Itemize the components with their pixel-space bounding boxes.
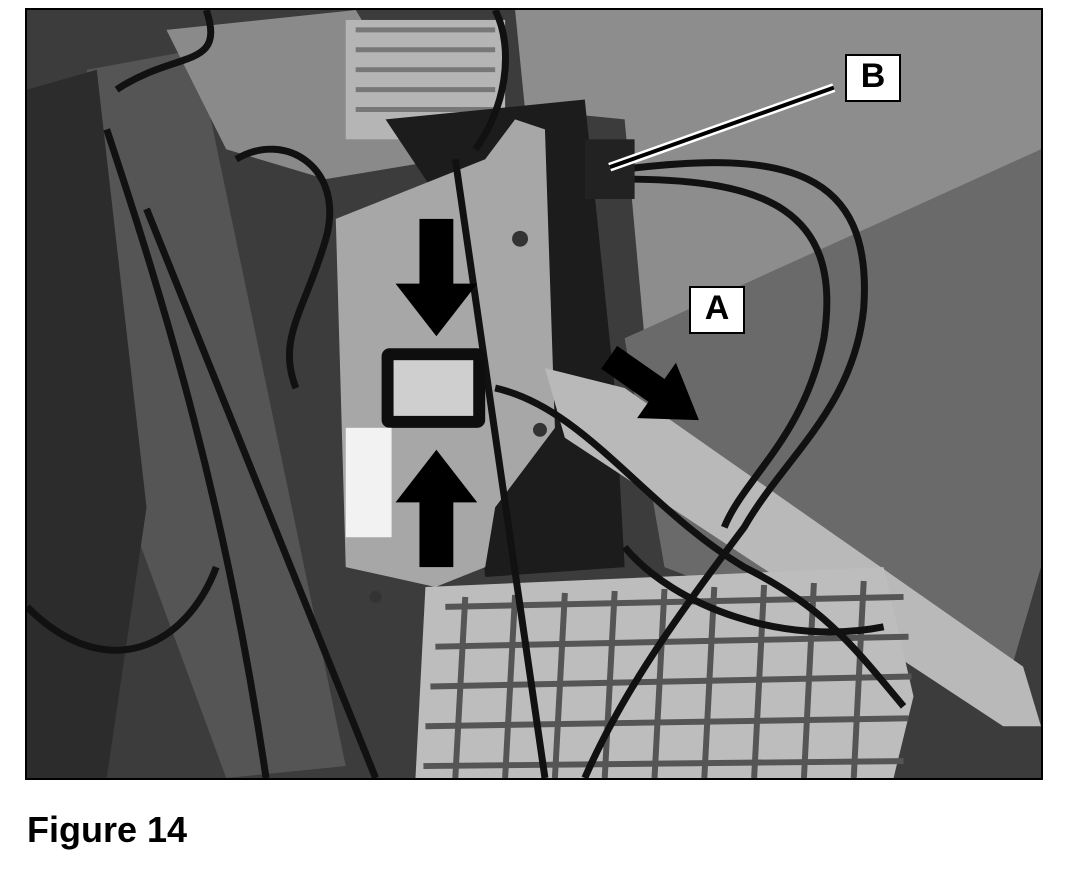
arrow-up-icon (395, 449, 478, 568)
vent-grille-bottom (415, 567, 914, 778)
figure-caption: Figure 14 (27, 809, 188, 850)
support-bar (544, 368, 1041, 727)
callout-a: A (689, 286, 745, 334)
arrow-down-icon (395, 218, 478, 337)
callout-b: B (845, 54, 901, 102)
wiring (27, 10, 907, 778)
arrow-a-icon (601, 345, 699, 421)
figure-photo: B A (25, 8, 1043, 780)
warning-label (345, 427, 392, 538)
photo-illustration (27, 10, 1041, 778)
connector-b (584, 139, 635, 200)
